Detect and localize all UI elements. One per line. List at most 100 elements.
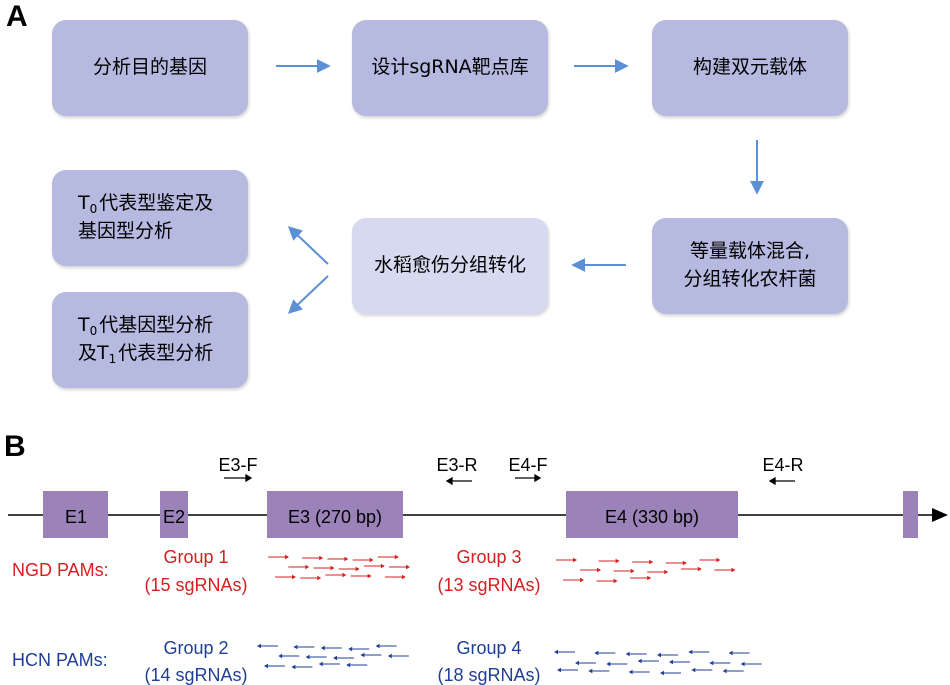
group-4-count: (18 sgRNAs)	[437, 665, 540, 685]
group-2-sgrna-arrowhead	[346, 662, 351, 668]
group-3-sgrna-arrowhead	[573, 557, 577, 563]
group-3-sgrna-arrowhead	[615, 558, 620, 564]
group-1-name: Group 1	[163, 547, 228, 567]
group-4-sgrna-arrowhead	[657, 652, 661, 658]
group-3-sgrna-arrowhead	[731, 567, 736, 573]
flow-arrows	[276, 59, 764, 314]
group-3-sgrna-arrowhead	[647, 575, 652, 581]
group-4-name: Group 4	[456, 638, 521, 658]
group-1-sgrna-arrowhead	[355, 566, 360, 572]
ngd-pams-label: NGD PAMs:	[12, 560, 109, 580]
group-1-sgrna-arrowhead	[305, 564, 310, 570]
group-4-sgrna-arrowhead	[594, 650, 599, 656]
group-1-sgrna-arrowhead	[367, 573, 372, 579]
group-2-sgrna-arrowhead	[305, 654, 310, 660]
exon-e5	[903, 491, 918, 538]
exon-e3-label: E3 (270 bp)	[288, 507, 382, 527]
group-4-sgrna-arrowhead	[722, 668, 727, 674]
group-2-sgrna-arrowhead	[375, 643, 380, 649]
group-1-sgrna-arrowhead	[285, 554, 289, 560]
group-4-sgrna-arrowhead	[740, 661, 745, 667]
group-3-sgrna-arrowhead	[649, 559, 654, 565]
flow-box-design-library-text: 设计sgRNA靶点库	[371, 56, 529, 79]
group-2-sgrna-arrowhead	[264, 663, 268, 669]
group-4-sgrna-arrowhead	[554, 649, 558, 655]
group-4-sgrna-arrowhead	[709, 660, 714, 666]
primer-e4f-label: E4-F	[508, 455, 547, 475]
group-1-sgrna-arrowhead	[380, 563, 385, 569]
hcn-pams-label: HCN PAMs:	[12, 650, 108, 670]
flow-box-rice-transform-text: 水稻愈伤分组转化	[373, 254, 526, 277]
group-1-sgrna-arrowhead	[406, 564, 411, 570]
group-4-sgrna-arrows	[554, 649, 762, 676]
gene-structure-diagram: E1 E2 E3 (270 bp) E4 (330 bp) E3-F E3-R …	[8, 455, 948, 685]
group-3-sgrna-arrowhead	[597, 567, 602, 573]
group-1-sgrna-arrowhead	[401, 574, 406, 580]
flow-box-analyze-gene-text: 分析目的基因	[92, 56, 207, 79]
t0-letter: T	[78, 192, 90, 215]
group-3-sgrna-arrowhead	[682, 560, 687, 566]
group-1-sgrna-arrowhead	[344, 556, 349, 562]
group-1-sgrna-arrowhead	[330, 565, 335, 571]
flow-box-t0-phenotype-line2: 基因型分析	[78, 220, 174, 242]
group-3-sgrna-arrowhead	[716, 557, 721, 563]
group-3-count: (13 sgRNAs)	[437, 575, 540, 595]
group-1-sgrna-arrowhead	[342, 572, 347, 578]
flow-box-build-vector-text: 构建双元载体	[692, 56, 807, 79]
group-3-name: Group 3	[456, 547, 521, 567]
primer-e3f-label: E3-F	[218, 455, 257, 475]
group-3-sgrna-arrowhead	[630, 568, 635, 574]
t1-phenotype-text: 代表型分析	[118, 342, 214, 364]
primer-e4r-label: E4-R	[762, 455, 803, 475]
group-2-sgrna-arrowhead	[278, 653, 283, 659]
exon-e2	[160, 491, 188, 538]
group-2-sgrna-arrowhead	[333, 655, 338, 661]
group-4-sgrna-arrowhead	[588, 668, 593, 674]
group-3-sgrna-arrows	[556, 557, 736, 584]
group-2-sgrna-arrowhead	[293, 644, 298, 650]
group-4-sgrna-arrowhead	[625, 651, 630, 657]
group-1-sgrna-arrowhead	[317, 575, 322, 581]
group-4-sgrna-arrowhead	[691, 667, 696, 673]
group-3-sgrna-arrowhead	[697, 566, 702, 572]
flow-box-mix-line1: 等量载体混合,	[689, 240, 811, 263]
group-1-sgrna-arrowhead	[319, 555, 324, 561]
group-4-sgrna-arrowhead	[557, 667, 561, 673]
group-1-sgrna-arrowhead	[292, 574, 296, 580]
arrow-5-to-7	[287, 275, 329, 314]
group-4-sgrna-arrowhead	[606, 661, 611, 667]
group-3-sgrna-arrowhead	[664, 569, 669, 575]
flow-box-mix-line2: 分组转化农杆菌	[683, 268, 817, 290]
group-2-count: (14 sgRNAs)	[144, 665, 247, 685]
t0-genotype-text: 代基因型分析	[99, 314, 214, 337]
group-4-sgrna-arrowhead	[637, 658, 642, 664]
t0-subscript: 0	[89, 324, 98, 339]
flow-box-design-library: 设计sgRNA靶点库	[352, 20, 548, 116]
group-2-sgrna-arrows	[257, 643, 409, 670]
group-1-sgrna-arrowhead	[369, 557, 374, 563]
t0-letter: T	[78, 314, 90, 337]
exon-e4-label: E4 (330 bp)	[605, 507, 699, 527]
exon-e1	[43, 491, 108, 538]
exon-e3	[267, 491, 403, 538]
t0-subscript: 0	[89, 202, 98, 217]
group-3-sgrna-arrowhead	[580, 577, 584, 583]
exon-e4	[566, 491, 738, 538]
flow-box-mix-transform: 等量载体混合, 分组转化农杆菌	[652, 218, 848, 314]
primer-arrows	[224, 473, 795, 486]
group-2-sgrna-arrowhead	[291, 664, 296, 670]
group-2-sgrna-arrowhead	[360, 652, 365, 658]
primer-e3r-label: E3-R	[436, 455, 477, 475]
group-1-sgrna-arrows	[268, 554, 411, 581]
t1-subscript: 1	[108, 352, 117, 366]
group-4-sgrna-arrowhead	[628, 669, 633, 675]
flow-box-rice-transform: 水稻愈伤分组转化	[352, 218, 548, 314]
arrow-5-to-6	[287, 226, 329, 265]
group-2-sgrna-arrowhead	[348, 646, 353, 652]
group-4-sgrna-arrowhead	[688, 649, 693, 655]
t1-prefix: 及T	[78, 342, 109, 364]
panel-a-label: A	[6, 0, 28, 33]
